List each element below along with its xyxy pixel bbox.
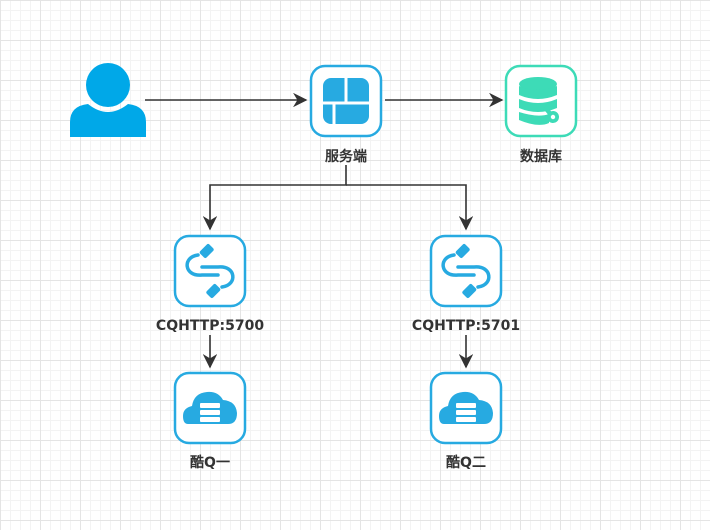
database-node[interactable]: 数据库: [504, 64, 578, 165]
server-node[interactable]: 服务端: [309, 64, 383, 165]
user-node[interactable]: [70, 63, 146, 137]
database-settings-icon: [519, 77, 559, 125]
cqhttp-b-label: CQHTTP:5701: [412, 318, 520, 334]
edge-server-to-cqhttp-a: [202, 165, 347, 231]
cqhttp-a-label: CQHTTP:5700: [156, 318, 264, 334]
cqhttp-a-node[interactable]: CQHTTP:5700: [156, 234, 264, 334]
kuq-b-label: 酷Q二: [446, 454, 486, 471]
cqhttp-b-frame: [429, 234, 503, 308]
kuq-a-node[interactable]: 酷Q一: [173, 371, 247, 471]
kuq-b-node[interactable]: 酷Q二: [429, 371, 503, 471]
cloud-server-icon: [439, 391, 493, 424]
user-icon: [70, 63, 146, 137]
server-label: 服务端: [325, 148, 367, 165]
database-label: 数据库: [520, 148, 562, 165]
database-frame: [504, 64, 578, 138]
dashboard-icon: [323, 78, 369, 124]
cqhttp-a-frame: [173, 234, 247, 308]
cloud-server-icon: [183, 391, 237, 424]
connector-icon: [441, 244, 491, 298]
kuq-a-label: 酷Q一: [190, 454, 230, 471]
cqhttp-b-node[interactable]: CQHTTP:5701: [412, 234, 520, 334]
connector-icon: [185, 244, 235, 298]
edges: [145, 92, 504, 369]
edge-server-to-cqhttp-b: [346, 184, 474, 231]
